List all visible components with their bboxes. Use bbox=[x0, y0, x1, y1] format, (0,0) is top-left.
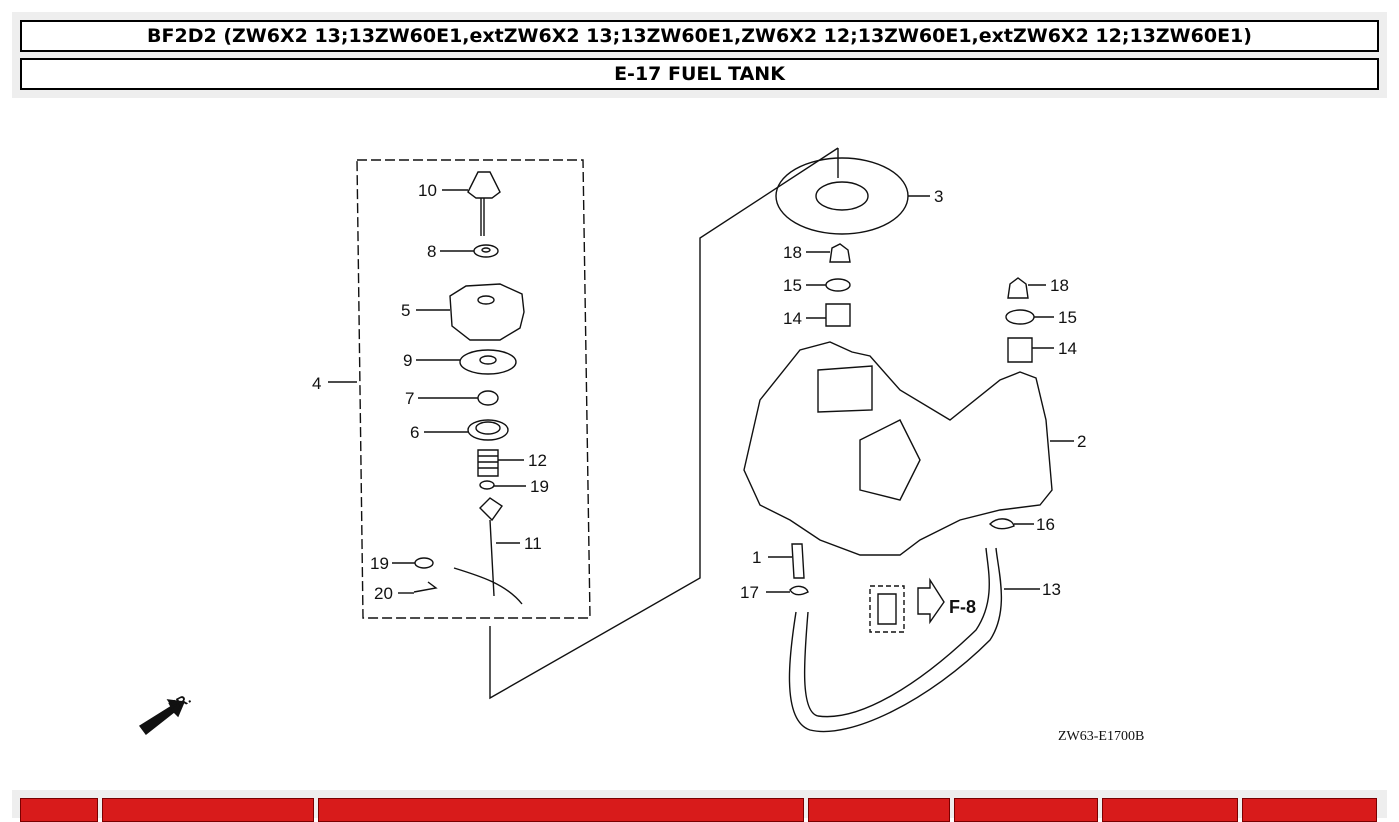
callout-10: 10 bbox=[418, 181, 437, 200]
part-13-hose bbox=[788, 547, 1003, 733]
callout-4: 4 bbox=[312, 374, 321, 393]
callout-14b: 14 bbox=[1058, 339, 1077, 358]
column-header-cell bbox=[954, 798, 1098, 822]
callout-20: 20 bbox=[374, 584, 393, 603]
drawing-code: ZW63-E1700B bbox=[1058, 729, 1144, 744]
part-2-fuel-tank bbox=[743, 341, 1053, 556]
callout-6: 6 bbox=[410, 423, 419, 442]
column-header-cell bbox=[102, 798, 314, 822]
column-header-cell bbox=[1242, 798, 1377, 822]
reference-arrow bbox=[917, 577, 945, 625]
callout-2: 2 bbox=[1077, 432, 1086, 451]
callout-3: 3 bbox=[934, 187, 943, 206]
callout-19: 19 bbox=[530, 477, 549, 496]
column-header-cell bbox=[808, 798, 950, 822]
callout-12: 12 bbox=[528, 451, 547, 470]
part-11-shape bbox=[453, 497, 523, 605]
parts-diagram: 10 8 5 9 7 6 12 19 11 19 20 4 18 15 14 3… bbox=[138, 147, 1144, 744]
reference-label-f8[interactable]: F-8 bbox=[949, 597, 976, 617]
column-header-cell bbox=[20, 798, 98, 822]
section-title: E-17 FUEL TANK bbox=[20, 58, 1379, 90]
part-5-shape bbox=[449, 283, 525, 341]
callout-19b: 19 bbox=[370, 554, 389, 573]
parts-table-header bbox=[12, 790, 1387, 822]
model-title: BF2D2 (ZW6X2 13;13ZW60E1,extZW6X2 13;13Z… bbox=[20, 20, 1379, 52]
part-9-shape bbox=[459, 349, 517, 375]
callout-7: 7 bbox=[405, 389, 414, 408]
part-12-shape bbox=[477, 449, 499, 477]
callout-18b: 18 bbox=[1050, 276, 1069, 295]
part-10-shape bbox=[467, 171, 501, 199]
callout-17: 17 bbox=[740, 583, 759, 602]
fr-direction-arrow bbox=[138, 699, 186, 735]
callout-15: 15 bbox=[783, 276, 802, 295]
part-19-shape bbox=[479, 480, 495, 490]
callout-16: 16 bbox=[1036, 515, 1055, 534]
callout-15b: 15 bbox=[1058, 308, 1077, 327]
cap-assembly-box bbox=[356, 159, 591, 619]
column-header-cell bbox=[1102, 798, 1238, 822]
callout-9: 9 bbox=[403, 351, 412, 370]
callout-8: 8 bbox=[427, 242, 436, 261]
callout-13: 13 bbox=[1042, 580, 1061, 599]
fuel-filter-box bbox=[869, 585, 905, 633]
part-18-shape bbox=[829, 243, 851, 263]
part-8-shape bbox=[473, 244, 499, 258]
callout-14: 14 bbox=[783, 309, 802, 328]
part-1-shape bbox=[791, 543, 805, 579]
header-panel: BF2D2 (ZW6X2 13;13ZW60E1,extZW6X2 13;13Z… bbox=[12, 12, 1387, 98]
callout-5: 5 bbox=[401, 301, 410, 320]
projection-line bbox=[489, 147, 839, 700]
callout-1: 1 bbox=[752, 548, 761, 567]
callout-11: 11 bbox=[524, 534, 542, 553]
part-7-shape bbox=[477, 390, 499, 406]
callout-18: 18 bbox=[783, 243, 802, 262]
column-header-cell bbox=[318, 798, 804, 822]
part-3-shape bbox=[775, 157, 909, 235]
part-6-shape bbox=[467, 419, 509, 441]
